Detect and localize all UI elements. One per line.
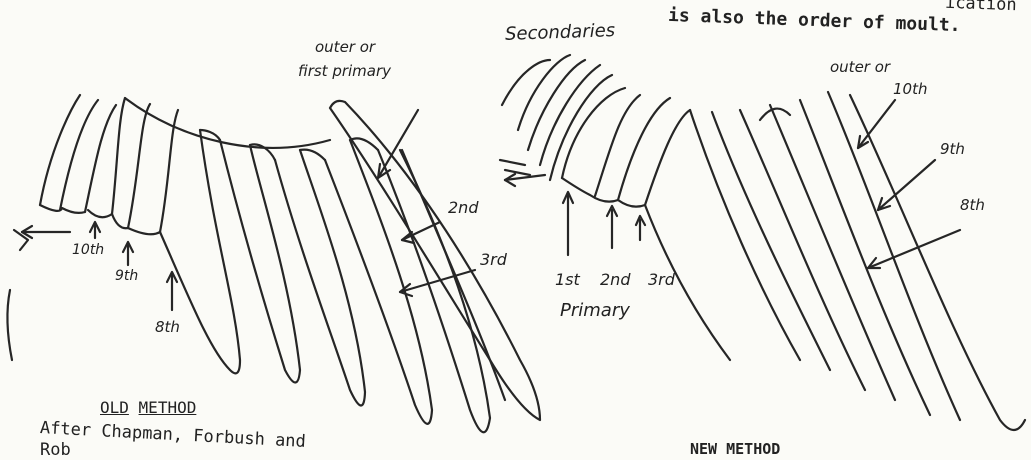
right-wing-arrows <box>505 100 960 268</box>
right-wing-drawing <box>500 55 1025 430</box>
right-8th-label: 8th <box>960 196 985 214</box>
next-line-partial: Rob <box>40 440 71 460</box>
left-outer-label-line1: outer or <box>315 38 375 56</box>
left-8th-label: 8th <box>155 318 180 336</box>
right-outer-label-line1: outer or <box>830 58 890 76</box>
left-2nd-label: 2nd <box>448 198 478 217</box>
right-outer-label-line2: 10th <box>893 80 927 98</box>
old-method-heading: OLD METHOD <box>100 398 196 417</box>
left-wing-drawing <box>7 95 540 432</box>
secondaries-label: Secondaries <box>505 20 616 45</box>
left-outer-label-line2: first primary <box>298 62 391 80</box>
left-10th-label: 10th <box>72 242 104 258</box>
new-method-heading: NEW METHOD <box>690 440 780 458</box>
right-2nd-label: 2nd <box>600 270 630 289</box>
right-primary-label: Primary <box>560 300 630 321</box>
left-3rd-label: 3rd <box>480 250 507 269</box>
left-9th-label: 9th <box>115 268 138 284</box>
left-wing-arrows <box>22 110 475 310</box>
typed-header-tail: ication <box>945 0 1017 15</box>
method-word: METHOD <box>139 398 197 417</box>
right-3rd-label: 3rd <box>648 270 675 289</box>
old-word: OLD <box>100 398 129 417</box>
right-1st-label: 1st <box>555 270 580 289</box>
right-9th-label: 9th <box>940 140 965 158</box>
